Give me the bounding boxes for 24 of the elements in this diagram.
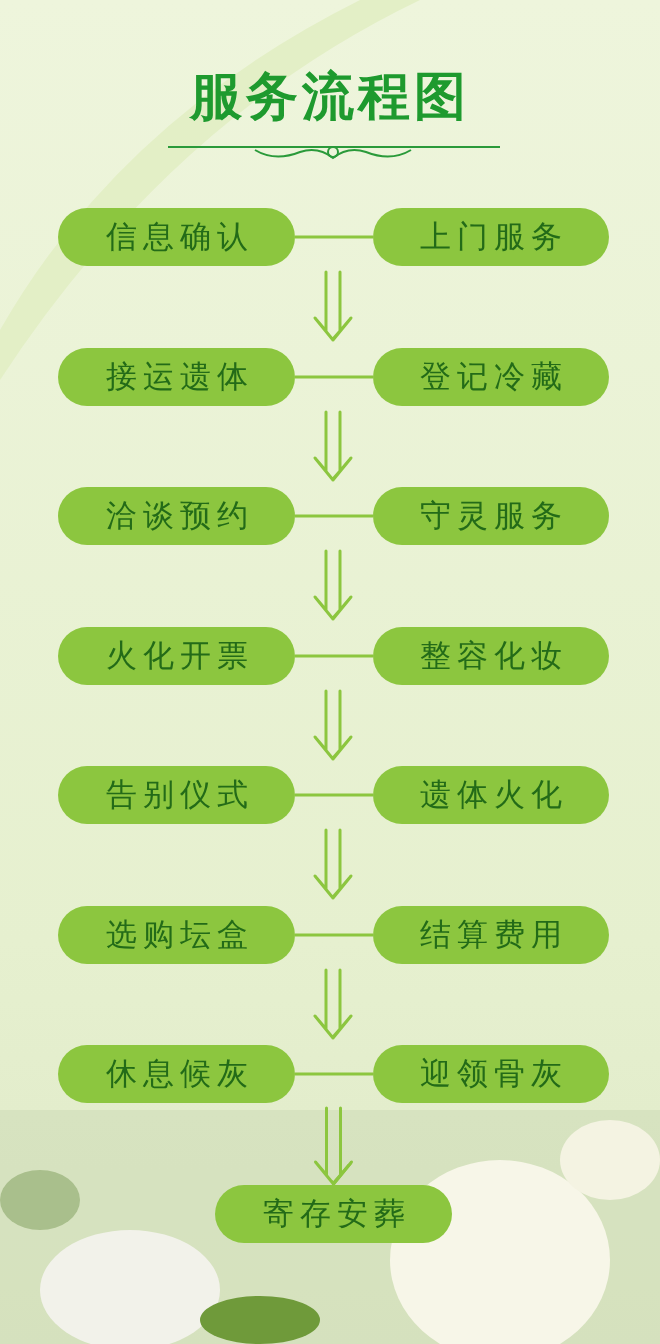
- process-pill: 选购坛盒: [58, 906, 295, 964]
- connector-line: [295, 1072, 373, 1076]
- title: 服务流程图: [188, 65, 471, 128]
- process-pill: 守灵服务: [373, 487, 609, 545]
- process-pill: 休息候灰: [58, 1045, 295, 1103]
- process-pill: 接运遗体: [58, 348, 295, 406]
- connector-line: [295, 654, 373, 658]
- connector-line: [295, 514, 373, 518]
- process-pill: 迎领骨灰: [373, 1045, 609, 1103]
- process-pill: 上门服务: [373, 208, 609, 266]
- process-pill: 火化开票: [58, 627, 295, 685]
- process-pill: 登记冷藏: [373, 348, 609, 406]
- process-pill: 结算费用: [373, 906, 609, 964]
- connector-line: [295, 235, 373, 239]
- process-pill: 遗体火化: [373, 766, 609, 824]
- process-pill: 信息确认: [58, 208, 295, 266]
- process-pill: 告别仪式: [58, 766, 295, 824]
- process-pill: 整容化妆: [373, 627, 609, 685]
- process-pill: 洽谈预约: [58, 487, 295, 545]
- process-pill: 寄存安葬: [215, 1185, 452, 1243]
- double-arrow: [314, 1106, 353, 1186]
- connector-line: [295, 793, 373, 797]
- connector-line: [295, 933, 373, 937]
- connector-line: [295, 375, 373, 379]
